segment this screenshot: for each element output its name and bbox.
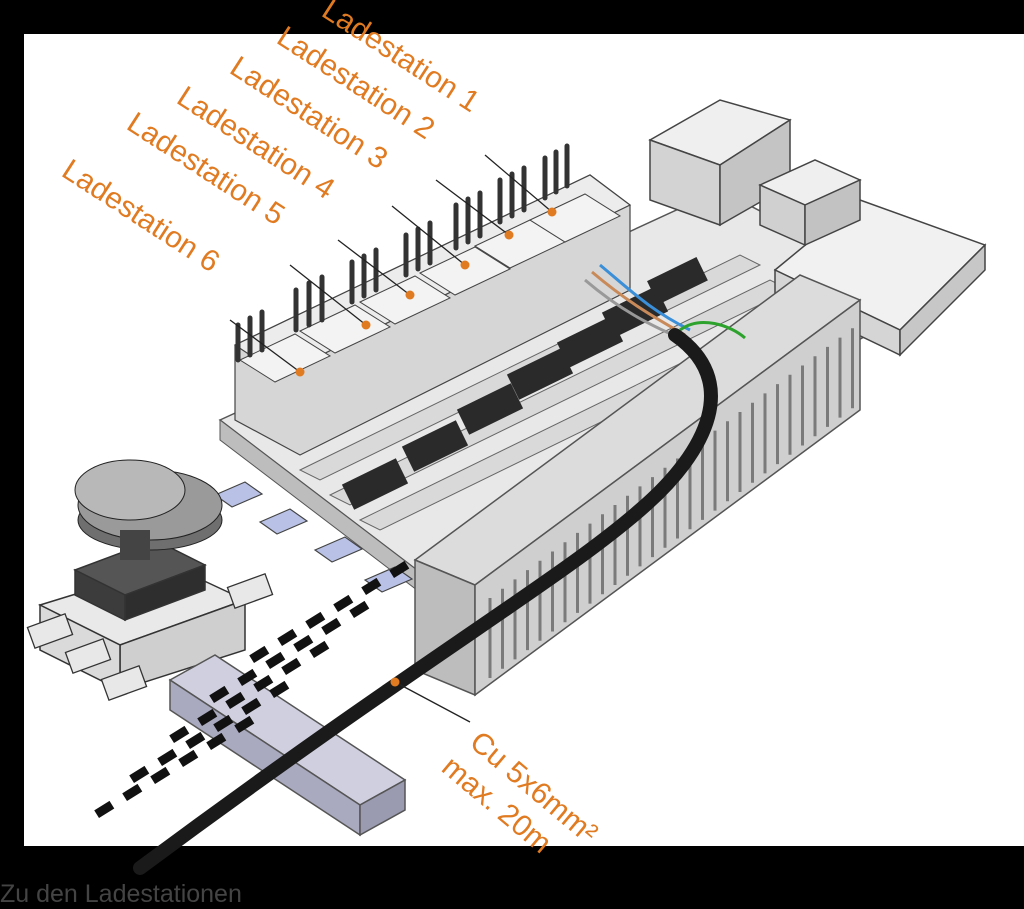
break-mark [265,651,286,670]
power-supply [648,99,862,247]
break-mark [249,645,270,664]
break-mark [185,731,206,750]
break-mark [293,634,314,653]
break-mark [269,680,290,699]
break-mark [234,715,255,734]
break-mark [361,577,382,596]
break-mark [321,617,342,636]
leader-dots [295,207,557,687]
break-mark [178,749,199,768]
leader-lines [229,154,553,723]
din-rail-icon [168,654,407,837]
rotary-switch-icon [74,459,223,560]
terminal-blocks [341,257,708,510]
break-mark [389,560,410,579]
break-mark [169,725,190,744]
break-mark [281,657,302,676]
cable-break-marks [94,560,410,819]
break-mark [206,732,227,751]
breaker-modules [238,193,622,383]
caption: Zu den Ladestationen [0,880,242,908]
break-mark [94,800,115,819]
break-mark [157,748,178,767]
break-mark [122,783,143,802]
break-mark [209,685,230,704]
break-mark [129,765,150,784]
break-mark [213,714,234,733]
break-mark [150,766,171,785]
break-mark [197,708,218,727]
break-mark [237,668,258,687]
break-mark [241,697,262,716]
break-mark [333,594,354,613]
break-mark [253,674,274,693]
break-mark [225,691,246,710]
main-cable [133,328,718,875]
switch-lugs [26,572,274,702]
duct-slots [488,328,854,678]
break-mark [309,640,330,659]
break-mark [277,628,298,647]
break-mark [349,600,370,619]
break-mark [305,611,326,630]
